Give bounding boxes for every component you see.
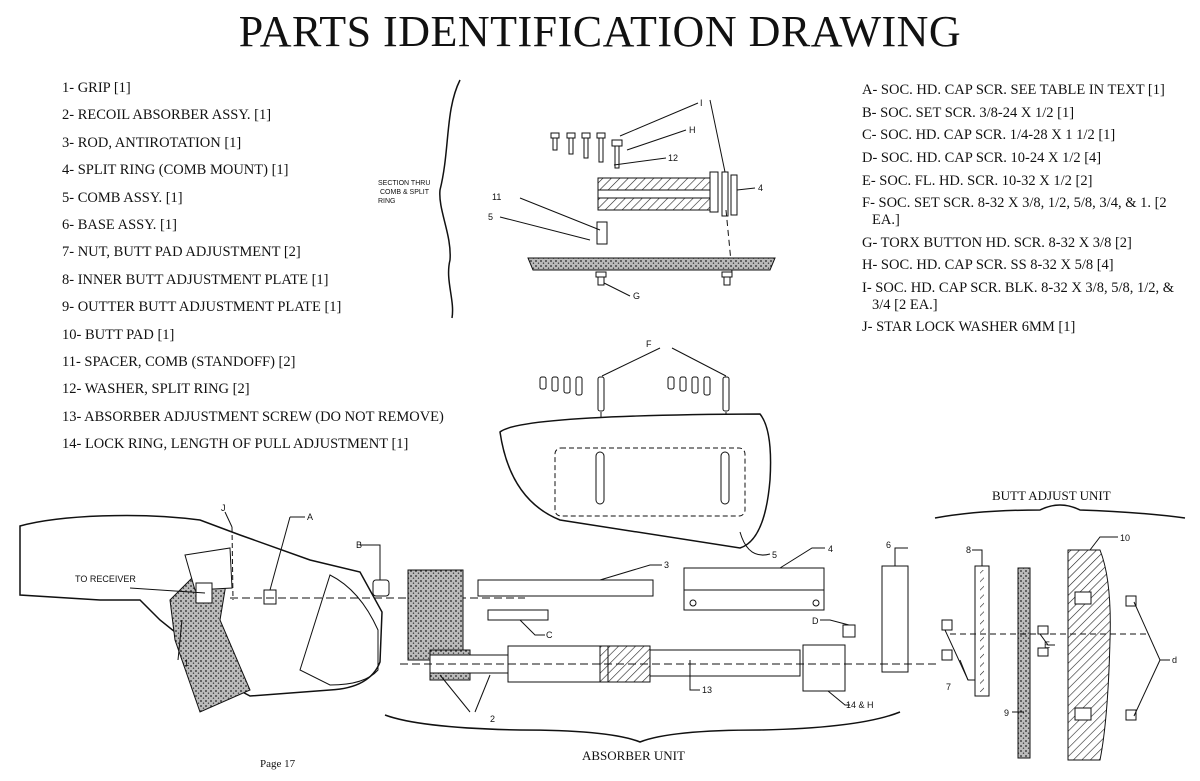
page-title: PARTS IDENTIFICATION DRAWING — [238, 7, 962, 56]
absorber-unit-label: ABSORBER UNIT — [582, 748, 685, 763]
part-item-5: 5- COMB ASSY. [1] — [62, 189, 183, 206]
part-item-10: 10- BUTT PAD [1] — [62, 326, 175, 343]
callout-b: B — [356, 540, 362, 550]
callout-8: 8 — [966, 545, 971, 555]
callout-4-top: 4 — [758, 183, 763, 193]
numbered-parts-list: 1- GRIP [1] 2- RECOIL ABSORBER ASSY. [1]… — [62, 80, 444, 463]
callout-4: 4 — [828, 544, 833, 554]
part-item-6: 6- BASE ASSY. [1] — [62, 216, 177, 233]
callout-10: 10 — [1120, 533, 1130, 543]
callout-14-h: 14 & H — [846, 700, 874, 710]
lettered-parts-list: A- SOC. HD. CAP SCR. SEE TABLE IN TEXT [… — [862, 82, 1192, 342]
callout-a: A — [307, 512, 313, 522]
callout-f: F — [646, 339, 652, 349]
callout-1: 1 — [184, 658, 189, 668]
part-item-d: D- SOC. HD. CAP SCR. 10-24 X 1/2 [4] — [862, 150, 1102, 167]
section-label-line-1: SECTION THRU — [378, 180, 430, 187]
butt-adjust-label: BUTT ADJUST UNIT — [992, 488, 1111, 503]
callout-c: C — [546, 630, 553, 640]
callout-7: 7 — [946, 682, 951, 692]
callout-13: 13 — [702, 685, 712, 695]
grip-assembly: J A TO RECEIVER 1 — [19, 503, 525, 713]
part-item-a: A- SOC. HD. CAP SCR. SEE TABLE IN TEXT [… — [862, 82, 1165, 98]
section-label-line-3: RING — [378, 198, 396, 205]
callout-6: 6 — [886, 540, 891, 550]
callout-small-d: d — [1172, 655, 1177, 665]
part-item-j: J- STAR LOCK WASHER 6MM [1] — [862, 319, 1076, 336]
part-item-8: 8- INNER BUTT ADJUSTMENT PLATE [1] — [62, 271, 329, 288]
page-number: Page 17 — [260, 758, 296, 770]
part-item-4: 4- SPLIT RING (COMB MOUNT) [1] — [62, 162, 289, 179]
callout-12: 12 — [668, 153, 678, 163]
callout-3: 3 — [664, 560, 669, 570]
section-label-line-2: COMB & SPLIT — [380, 189, 430, 196]
callout-11: 11 — [492, 192, 501, 202]
callout-2: 2 — [490, 714, 495, 724]
part-item-13: 13- ABSORBER ADJUSTMENT SCREW (DO NOT RE… — [62, 408, 444, 425]
part-item-b: B- SOC. SET SCR. 3/8-24 X 1/2 [1] — [862, 104, 1075, 121]
part-item-12: 12- WASHER, SPLIT RING [2] — [62, 381, 250, 398]
part-item-h: H- SOC. HD. CAP SCR. SS 8-32 X 5/8 [4] — [862, 257, 1114, 274]
butt-adjust-unit: BUTT ADJUST UNIT 8 9 10 7 E d — [934, 488, 1186, 761]
callout-i-top: I — [700, 98, 703, 108]
callout-5-top: 5 — [488, 212, 493, 222]
screws-i — [550, 132, 623, 169]
callout-h-top: H — [689, 125, 696, 135]
comb-assembly: F 5 — [499, 339, 777, 560]
absorber-unit: B 3 4 6 C D 13 14 & H 2 ABSORBER U — [356, 540, 940, 763]
to-receiver-label: TO RECEIVER — [75, 574, 136, 584]
part-item-2: 2- RECOIL ABSORBER ASSY. [1] — [62, 107, 272, 124]
part-item-7: 7- NUT, BUTT PAD ADJUSTMENT [2] — [62, 244, 301, 261]
part-item-9: 9- OUTTER BUTT ADJUSTMENT PLATE [1] — [62, 299, 342, 316]
callout-e: E — [1044, 640, 1050, 650]
callout-g: G — [633, 291, 640, 301]
part-item-11: 11- SPACER, COMB (STANDOFF) [2] — [62, 353, 296, 370]
part-item-14: 14- LOCK RING, LENGTH OF PULL ADJUSTMENT… — [62, 436, 409, 453]
part-item-1: 1- GRIP [1] — [62, 80, 131, 96]
callout-5-comb: 5 — [772, 550, 777, 560]
callout-j: J — [221, 503, 226, 513]
callout-9: 9 — [1004, 708, 1009, 718]
part-item-3: 3- ROD, ANTIROTATION [1] — [62, 134, 242, 151]
section-thru-comb: SECTION THRU COMB & SPLIT RING I H 12 4 … — [378, 79, 776, 319]
part-item-f: F- SOC. SET SCR. 8-32 X 3/8, 1/2, 5/8, 3… — [862, 195, 1167, 229]
part-item-c: C- SOC. HD. CAP SCR. 1/4-28 X 1 1/2 [1] — [862, 127, 1116, 144]
part-item-g: G- TORX BUTTON HD. SCR. 8-32 X 3/8 [2] — [862, 234, 1132, 251]
part-item-e: E- SOC. FL. HD. SCR. 10-32 X 1/2 [2] — [862, 172, 1093, 189]
part-item-i: I- SOC. HD. CAP SCR. BLK. 8-32 X 3/8, 5/… — [862, 280, 1175, 313]
callout-d: D — [812, 616, 819, 626]
